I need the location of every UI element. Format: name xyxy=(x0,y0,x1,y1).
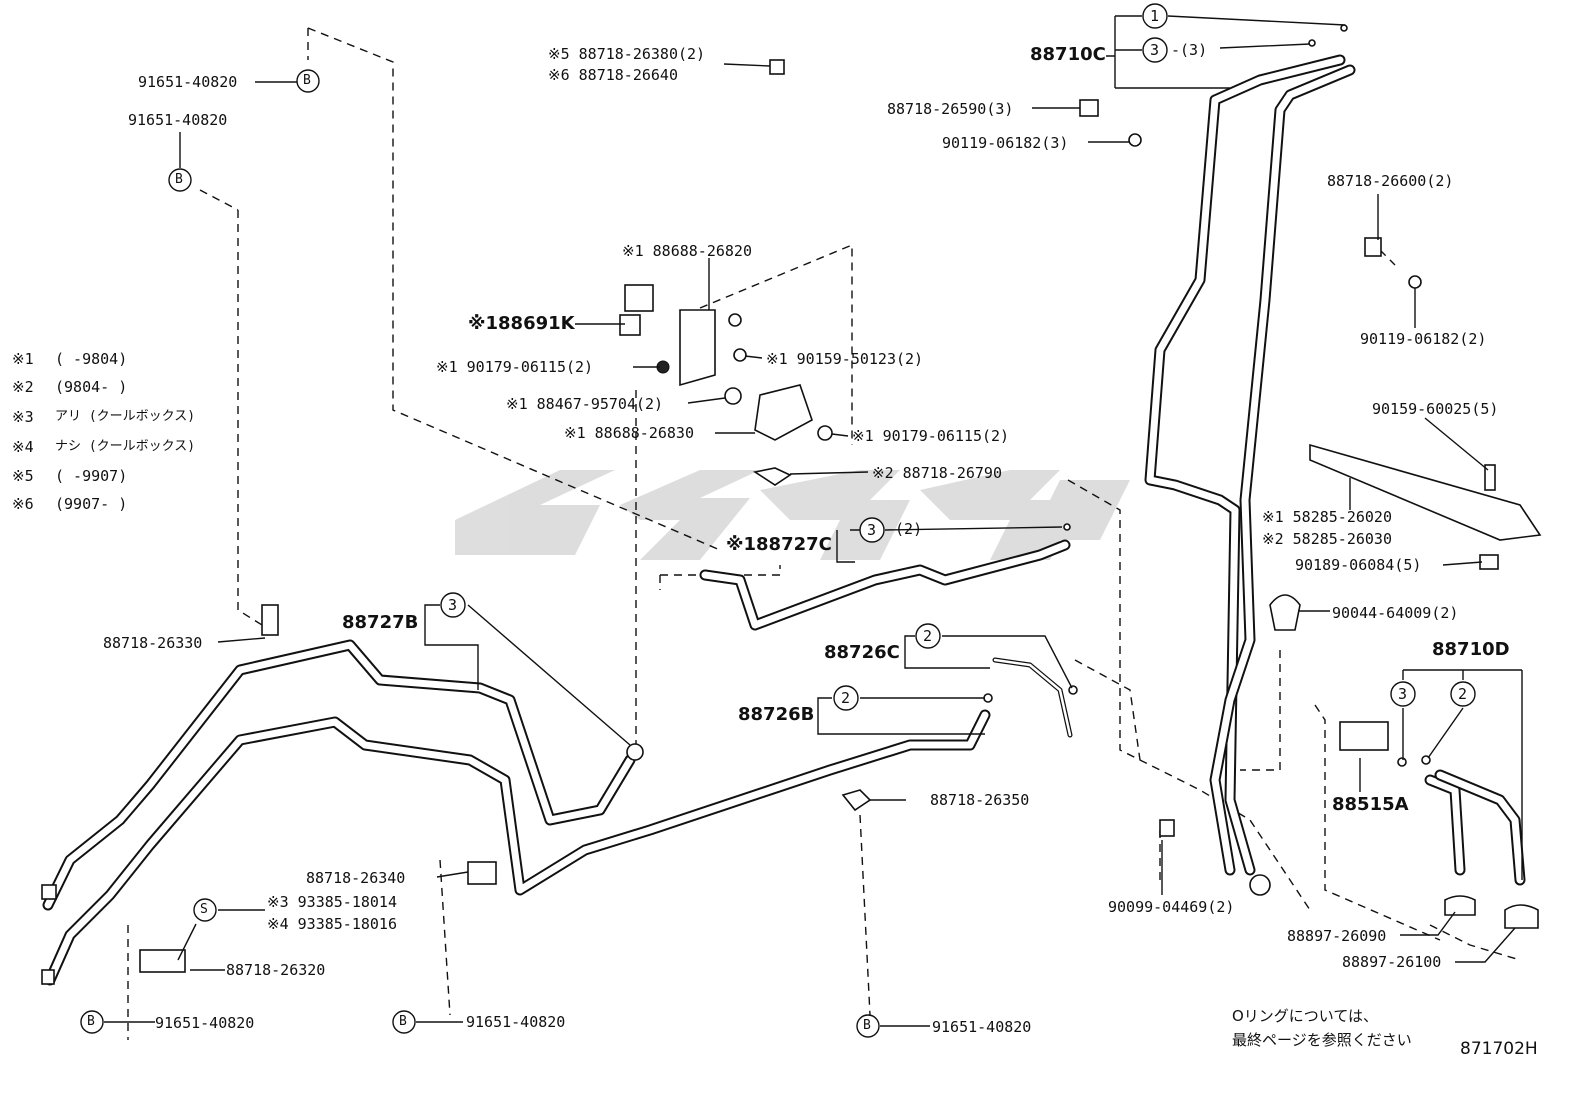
part-label-88718-26330[interactable]: 88718-26330 xyxy=(103,634,203,652)
part-label-88710D[interactable]: 88710D xyxy=(1432,639,1510,660)
part-label-88467-95704[interactable]: ※1 88467-95704(2) xyxy=(506,395,664,413)
part-label-88718-26590[interactable]: 88718-26590(3) xyxy=(887,100,1014,118)
legend-text: ( -9907) xyxy=(55,467,128,485)
circle-markers xyxy=(80,3,1476,1038)
circle-b-marker: B xyxy=(399,1014,407,1029)
legend-text: (9907- ) xyxy=(55,495,128,513)
leader-lines xyxy=(104,15,1523,1027)
guide-lines xyxy=(127,27,1521,1040)
part-label-88718-26320[interactable]: 88718-26320 xyxy=(226,961,326,979)
pipe-88726B xyxy=(44,709,991,986)
circle-b-marker: B xyxy=(87,1014,95,1029)
circle-3-marker: 3 xyxy=(1150,41,1160,59)
part-label-88897-26090[interactable]: 88897-26090 xyxy=(1287,927,1387,945)
part-label-88727B[interactable]: 88727B xyxy=(342,612,419,633)
part-label-88688-26830[interactable]: ※1 88688-26830 xyxy=(564,424,694,442)
part-qty-88710C: -(3) xyxy=(1171,41,1208,59)
part-label-88718-26790[interactable]: ※2 88718-26790 xyxy=(872,464,1002,482)
part-label-88515A[interactable]: 88515A xyxy=(1332,794,1409,815)
part-label-58285-26020[interactable]: ※1 58285-26020 xyxy=(1262,508,1392,526)
oring-note-line2: 最終ページを参照ください xyxy=(1232,1031,1412,1049)
part-label-91651-40820[interactable]: 91651-40820 xyxy=(155,1014,255,1032)
legend-mark: ※4 xyxy=(12,438,34,456)
legend-mark: ※5 xyxy=(12,467,34,485)
part-qty-88727C: -(2) xyxy=(886,520,923,538)
legend-text: (9804- ) xyxy=(55,378,128,396)
circle-3-marker: 3 xyxy=(867,521,877,539)
part-label-88718-26640[interactable]: ※6 88718-26640 xyxy=(548,66,678,84)
legend-mark: ※2 xyxy=(12,378,34,396)
diagram-code: 871702H xyxy=(1460,1039,1538,1059)
circle-b-marker: B xyxy=(175,172,183,187)
part-label-91651-40820[interactable]: 91651-40820 xyxy=(128,111,228,129)
circle-1-marker: 1 xyxy=(1150,7,1160,25)
part-label-90119-06182[interactable]: 90119-06182(2) xyxy=(1360,330,1487,348)
circle-b-marker: B xyxy=(303,73,311,88)
part-label-88897-26100[interactable]: 88897-26100 xyxy=(1342,953,1442,971)
part-label-88727C[interactable]: ※188727C xyxy=(726,534,832,555)
pipe-88726C xyxy=(992,657,1073,738)
circle-2-marker: 2 xyxy=(841,689,851,707)
part-label-90044-64009[interactable]: 90044-64009(2) xyxy=(1332,604,1459,622)
circle-2-marker: 2 xyxy=(1458,685,1468,703)
part-label-91651-40820[interactable]: 91651-40820 xyxy=(466,1013,566,1031)
part-label-90159-60025[interactable]: 90159-60025(5) xyxy=(1372,400,1499,418)
part-label-88718-26350[interactable]: 88718-26350 xyxy=(930,791,1030,809)
circle-s-marker: S xyxy=(200,902,208,917)
circle-3-marker: 3 xyxy=(448,596,458,614)
legend-mark: ※3 xyxy=(12,408,34,426)
part-label-90159-50123[interactable]: ※1 90159-50123(2) xyxy=(766,350,924,368)
part-label-93385-18014[interactable]: ※3 93385-18014 xyxy=(267,893,397,911)
circle-3-marker: 3 xyxy=(1398,685,1408,703)
part-label-90099-04469[interactable]: 90099-04469(2) xyxy=(1108,898,1235,916)
part-label-88691K[interactable]: ※188691K xyxy=(468,313,575,334)
part-label-93385-18016[interactable]: ※4 93385-18016 xyxy=(267,915,397,933)
oring-note-line1: Oリングについては、 xyxy=(1232,1007,1379,1025)
legend-text: アリ (クールボックス) xyxy=(55,409,196,424)
parts-shapes xyxy=(41,24,1542,985)
part-label-88688-26820[interactable]: ※1 88688-26820 xyxy=(622,242,752,260)
part-label-90189-06084[interactable]: 90189-06084(5) xyxy=(1295,556,1422,574)
part-label-58285-26030[interactable]: ※2 58285-26030 xyxy=(1262,530,1392,548)
part-label-88710C[interactable]: 88710C xyxy=(1030,44,1106,65)
legend-text: ナシ (クールボックス) xyxy=(55,439,196,454)
pipe-88727B xyxy=(42,639,636,911)
pipe-88710D xyxy=(1424,769,1526,886)
pipe-88727C xyxy=(699,539,1071,631)
part-label-88718-26380[interactable]: ※5 88718-26380(2) xyxy=(548,45,706,63)
legend-mark: ※1 xyxy=(12,350,34,368)
part-label-91651-40820[interactable]: 91651-40820 xyxy=(138,73,238,91)
part-label-88718-26600[interactable]: 88718-26600(2) xyxy=(1327,172,1454,190)
part-label-90179-06115[interactable]: ※1 90179-06115(2) xyxy=(436,358,594,376)
part-label-91651-40820[interactable]: 91651-40820 xyxy=(932,1018,1032,1036)
watermark-logo xyxy=(455,470,1130,560)
circle-b-marker: B xyxy=(863,1018,871,1033)
legend-mark: ※6 xyxy=(12,495,34,513)
part-label-88726B[interactable]: 88726B xyxy=(738,704,815,725)
part-label-90179-06115[interactable]: ※1 90179-06115(2) xyxy=(852,427,1010,445)
part-label-88726C[interactable]: 88726C xyxy=(824,642,900,663)
part-label-90119-06182[interactable]: 90119-06182(3) xyxy=(942,134,1069,152)
pipe-88710C xyxy=(1144,54,1356,876)
legend-text: ( -9804) xyxy=(55,350,128,368)
circle-2-marker: 2 xyxy=(923,627,933,645)
part-label-88718-26340[interactable]: 88718-26340 xyxy=(306,869,406,887)
